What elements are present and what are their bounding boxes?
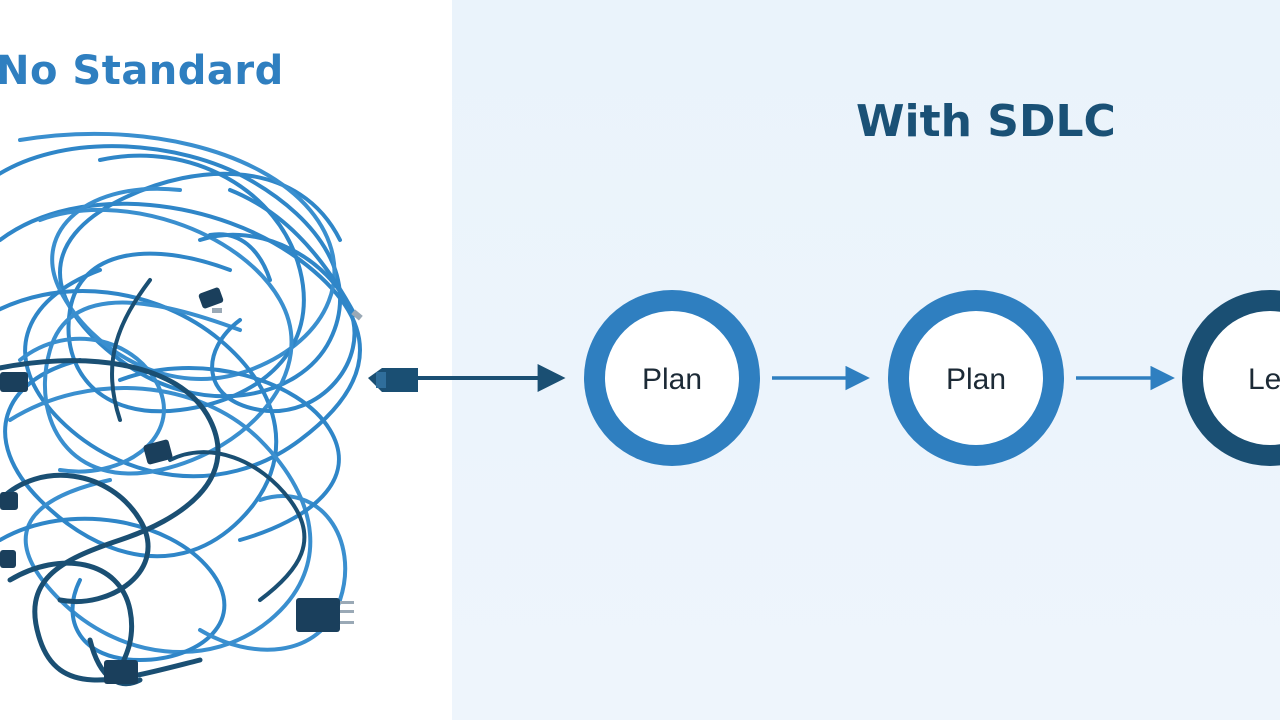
cable-plug bbox=[198, 287, 224, 309]
stage-node: Leu bbox=[1182, 290, 1280, 466]
plug-pin bbox=[340, 601, 354, 604]
tangled-cables-illustration bbox=[0, 131, 363, 687]
stage-node: Plan bbox=[888, 290, 1064, 466]
cable-plug bbox=[0, 372, 28, 392]
cable-plug bbox=[143, 439, 173, 465]
plug-pin bbox=[340, 610, 354, 613]
cable-plug bbox=[0, 550, 16, 568]
stage-label: Leu bbox=[1248, 363, 1280, 396]
cable-plugs bbox=[0, 287, 363, 684]
sdlc-flow: Plan Plan Leu bbox=[368, 290, 1280, 466]
cable-plug bbox=[296, 598, 340, 632]
cable-plug bbox=[0, 492, 18, 510]
plug-pin bbox=[340, 621, 354, 624]
connector-plug-icon bbox=[368, 368, 418, 392]
plug-pin bbox=[351, 309, 363, 321]
no-standard-title: No Standard bbox=[0, 48, 284, 94]
plug-pin bbox=[212, 308, 222, 313]
sdlc-title: With SDLC bbox=[856, 96, 1116, 147]
stage-label: Plan bbox=[642, 363, 702, 396]
stage-node: Plan bbox=[584, 290, 760, 466]
cable-plug bbox=[104, 660, 138, 684]
stage-label: Plan bbox=[946, 363, 1006, 396]
